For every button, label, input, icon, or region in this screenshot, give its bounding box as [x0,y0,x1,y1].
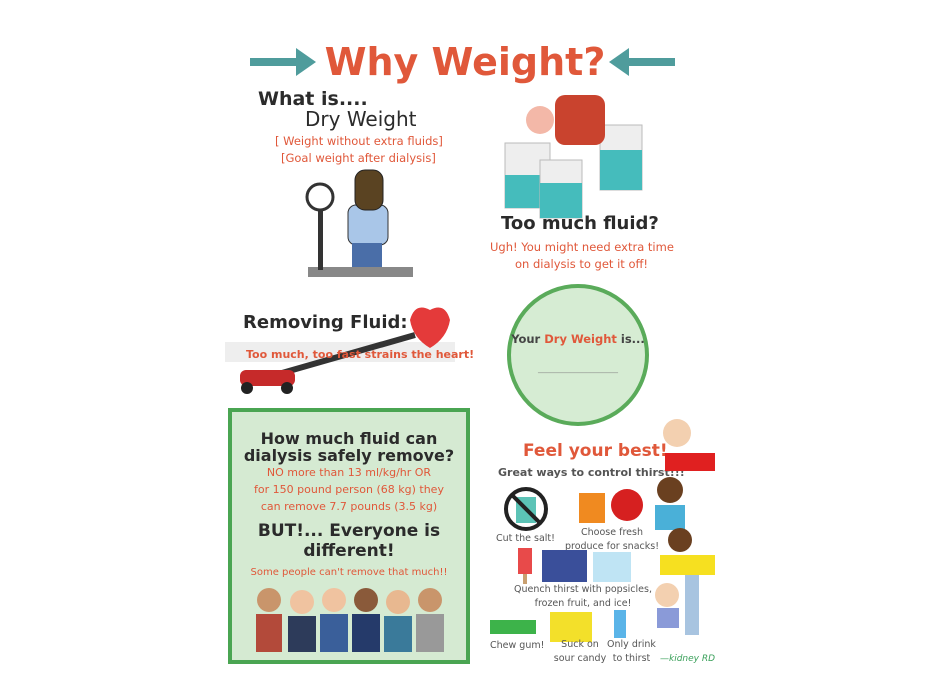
fluid-box-heading-2: dialysis safely remove? [243,446,455,465]
but-line-2: different! [303,541,395,561]
fluid-removal-box: How much fluid can dialysis safely remov… [228,408,470,664]
produce-icon [579,489,643,523]
no-salt-icon [504,487,548,531]
definition-1: [ Weight without extra fluids] [275,134,443,148]
fluid-box-note: Some people can't remove that much!! [250,567,448,578]
tip-gum: Chew gum! [490,640,545,651]
fluid-box-heading-1: How much fluid can [260,429,438,448]
what-is-heading: What is.... [258,88,368,110]
page-title: Why Weight? [324,40,606,84]
left-arrow-icon [609,48,675,76]
dry-weight-circle: Your Dry Weight is... __________________… [507,284,649,426]
glasses-of-water-illustration [504,95,643,219]
too-much-line-1: Ugh! You might need extra time [490,240,674,254]
your-dry-weight-label: Your Dry Weight is... [511,332,645,346]
but-line-1: BUT!... Everyone is [257,521,441,541]
fluid-box-line-3: can remove 7.7 pounds (3.5 kg) [260,500,438,513]
fluid-box-line-1: NO more than 13 ml/kg/hr OR [266,466,432,479]
thirst-subheading: Great ways to control thirst!!! [498,466,685,479]
fluid-box-line-2: for 150 pound person (68 kg) they [254,483,444,496]
stacked-people-illustration [655,419,715,635]
tip-salt: Cut the salt! [496,533,555,544]
definition-2: [Goal weight after dialysis] [281,151,436,165]
man-on-scale-illustration [305,169,413,277]
group-of-people-illustration [256,588,444,652]
signature-logo: —kidney RD [660,654,716,664]
race-car-heart-illustration [225,307,455,394]
too-much-line-2: on dialysis to get it off! [515,257,649,271]
too-much-fluid-heading: Too much fluid? [501,213,659,234]
tip-quench: Quench thirst with popsicles,frozen frui… [514,584,652,609]
removing-fluid-note: Too much, too fast strains the heart! [246,348,475,361]
removing-fluid-heading: Removing Fluid: [243,312,408,333]
dry-weight-blank[interactable]: ____________________ [538,364,618,373]
gum-candy-bottle-icon [490,610,626,642]
feel-best-heading: Feel your best! [523,441,668,461]
popsicle-fruit-ice-icon [518,548,631,584]
dry-weight-heading: Dry Weight [305,107,417,131]
right-arrow-icon [250,48,316,76]
